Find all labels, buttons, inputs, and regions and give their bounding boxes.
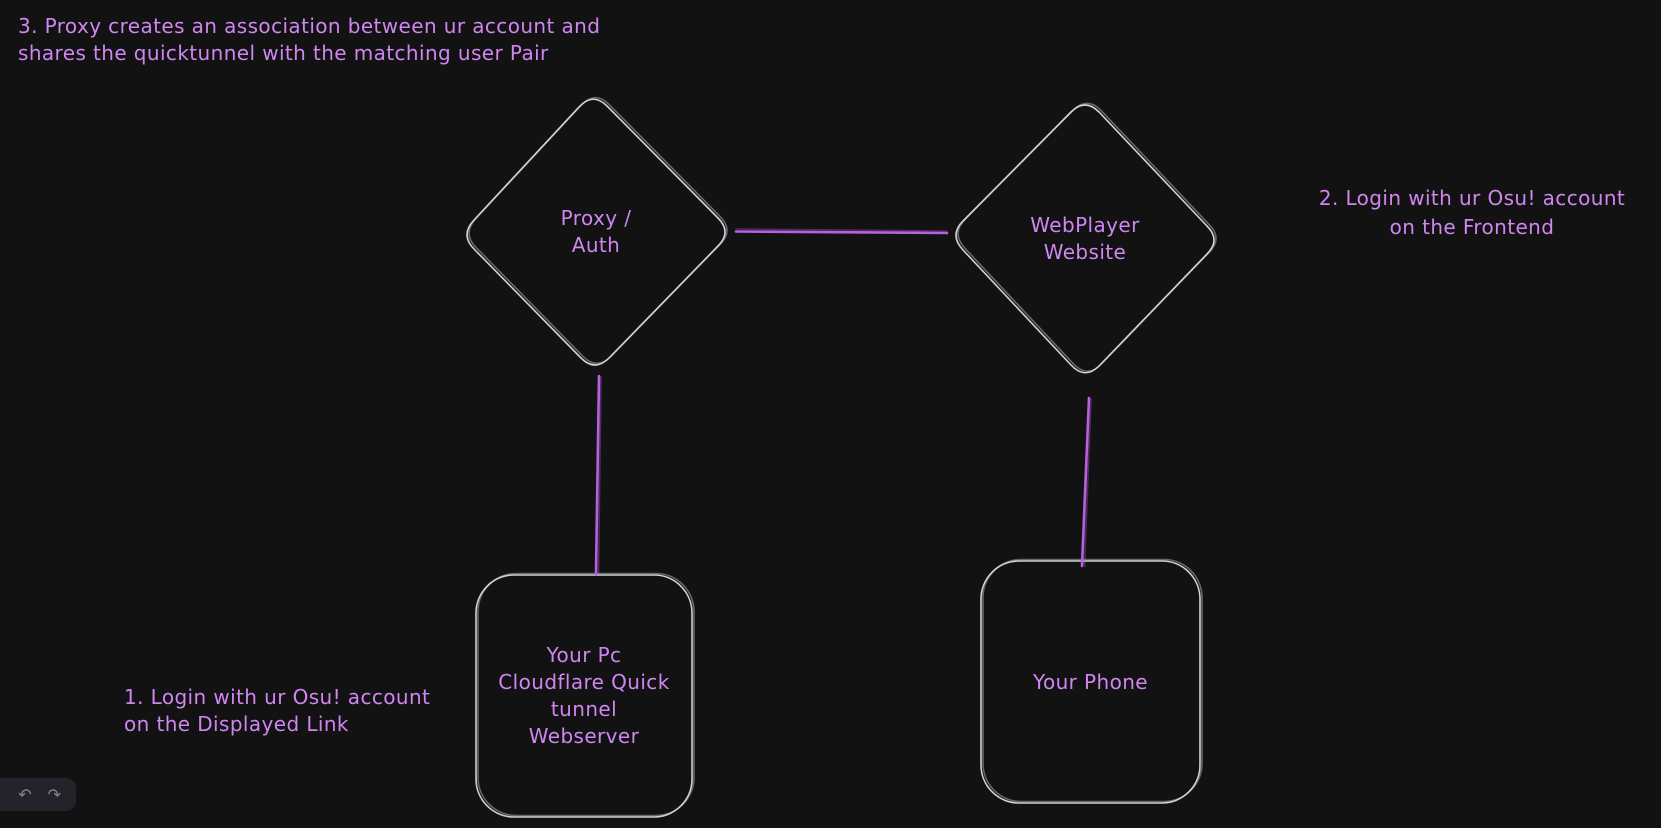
rect-pc-webserver[interactable] [475, 572, 695, 818]
undo-button[interactable]: ↶ [15, 785, 34, 805]
label-proxy-auth[interactable]: Proxy / Auth [560, 206, 632, 257]
diamond-proxy-auth-outline [466, 98, 726, 366]
rect-your-phone-outline [980, 560, 1201, 804]
rect-pc-webserver-outline-ghost [477, 572, 695, 817]
connector-proxy-pc[interactable] [594, 374, 602, 576]
diamond-proxy-auth[interactable] [466, 96, 728, 366]
connector-proxy-pc-ghost [597, 376, 602, 575]
redo-button[interactable]: ↷ [45, 785, 64, 805]
rect-pc-webserver-outline [475, 574, 693, 818]
undo-redo-island: ↶ ↷ [0, 778, 76, 811]
connector-proxy-pc-line [594, 374, 601, 576]
connector-proxy-webplayer[interactable] [734, 228, 949, 235]
rect-your-phone-outline-ghost [982, 558, 1203, 803]
diamond-webplayer-website[interactable] [955, 102, 1217, 374]
rect-your-phone[interactable] [980, 558, 1203, 804]
note-step-3[interactable]: 3. Proxy creates an association between … [18, 14, 601, 65]
label-pc-webserver[interactable]: Your Pc Cloudflare Quick tunnel Webserve… [498, 643, 670, 748]
label-webplayer-website[interactable]: WebPlayer Website [1030, 213, 1140, 264]
note-step-2[interactable]: 2. Login with ur Osu! account on the Fro… [1318, 186, 1626, 239]
connector-webplayer-phone-line [1080, 396, 1091, 568]
connector-proxy-webplayer-line [734, 230, 949, 235]
connector-webplayer-phone[interactable] [1080, 396, 1092, 568]
diamond-webplayer-outline [955, 104, 1215, 374]
connector-webplayer-phone-ghost [1083, 398, 1092, 567]
label-your-phone[interactable]: Your Phone [1032, 669, 1148, 694]
connector-proxy-webplayer-ghost [735, 228, 948, 232]
note-step-1[interactable]: 1. Login with ur Osu! account on the Dis… [124, 685, 431, 736]
